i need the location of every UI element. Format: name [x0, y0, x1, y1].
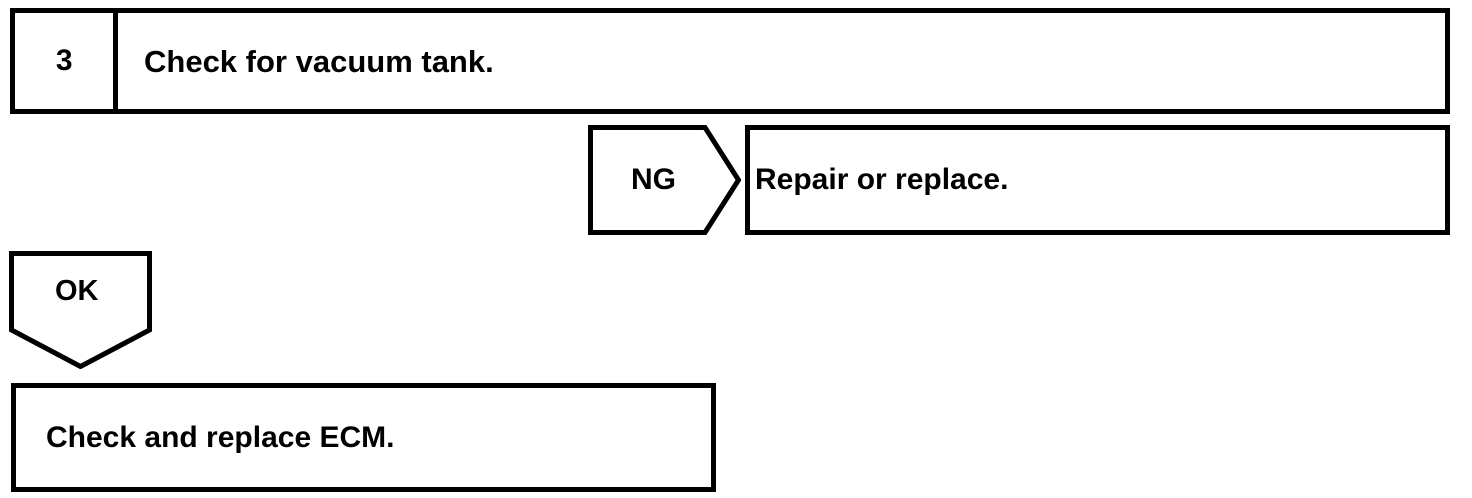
step-number-cell: 3 [15, 13, 118, 109]
ok-result-text: Check and replace ECM. [46, 420, 395, 454]
ng-result-text: Repair or replace. [755, 163, 1009, 196]
ok-branch-label: OK [55, 275, 99, 307]
step-instruction-cell: Check for vacuum tank. [118, 13, 1445, 109]
ok-result-box: Check and replace ECM. [11, 383, 716, 492]
step-number: 3 [55, 44, 73, 77]
ng-branch-label: NG [631, 163, 676, 196]
ng-branch-arrow-icon [588, 125, 741, 235]
step-row: 3 Check for vacuum tank. [10, 8, 1450, 114]
step-instruction-text: Check for vacuum tank. [144, 43, 494, 79]
ok-branch-arrow-icon [9, 251, 152, 369]
ng-result-box: Repair or replace. [745, 125, 1450, 235]
